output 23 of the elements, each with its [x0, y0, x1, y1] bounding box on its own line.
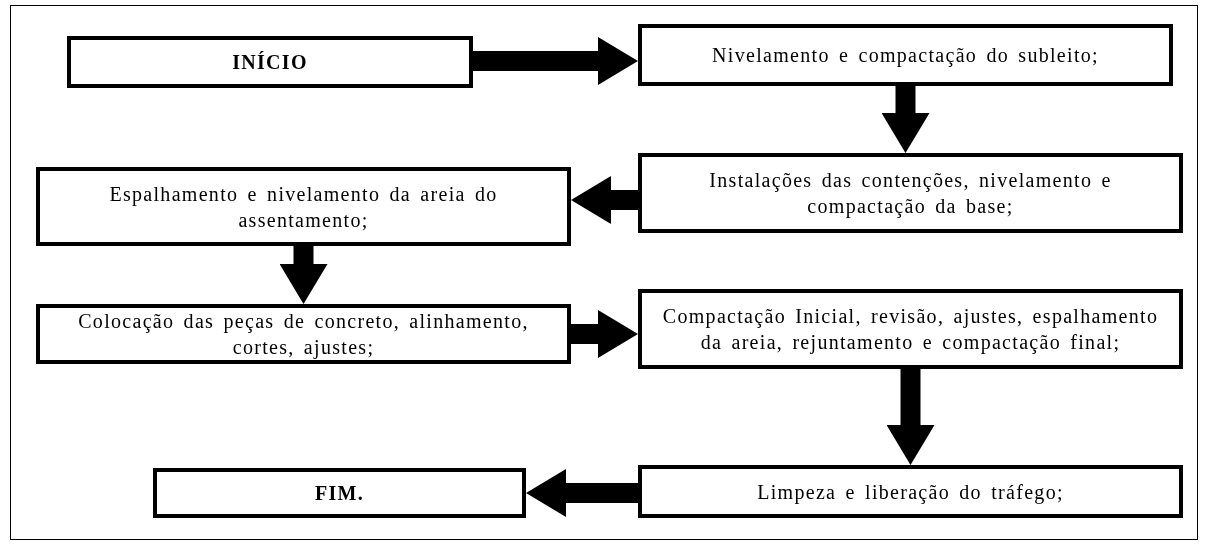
- block-arrow: [881, 86, 930, 153]
- box-text: Instalações das contenções, nivelamento e compactação da base;: [708, 168, 1113, 219]
- block-arrow: [473, 37, 638, 85]
- process-box: [638, 465, 1183, 518]
- box-text: Nivelamento e compactação do subleito;: [712, 43, 1099, 68]
- box-text: FIM.: [314, 481, 365, 506]
- box-text: Colocação das peças de concreto, alinhamento, cortes, ajustes;: [77, 309, 530, 360]
- block-arrow: [279, 246, 328, 304]
- block-arrow: [571, 176, 638, 224]
- block-arrow: [571, 310, 638, 358]
- process-box: [638, 24, 1173, 86]
- box-text: INÍCIO: [232, 50, 308, 75]
- box-text: Limpeza e liberação do tráfego;: [757, 479, 1064, 505]
- process-box: [36, 304, 571, 364]
- block-arrow: [886, 369, 935, 465]
- box-text: Espalhamento e nivelamento da areia do assentamento;: [108, 181, 499, 233]
- process-box: [638, 289, 1183, 369]
- block-arrow: [526, 469, 638, 517]
- terminal-box: [67, 36, 473, 88]
- terminal-box: [153, 468, 526, 518]
- process-box: [36, 167, 571, 246]
- box-text: Compactação Inicial, revisão, ajustes, espalhamento da areia, rejuntamento e compactação final;: [661, 304, 1160, 355]
- process-box: [638, 153, 1183, 233]
